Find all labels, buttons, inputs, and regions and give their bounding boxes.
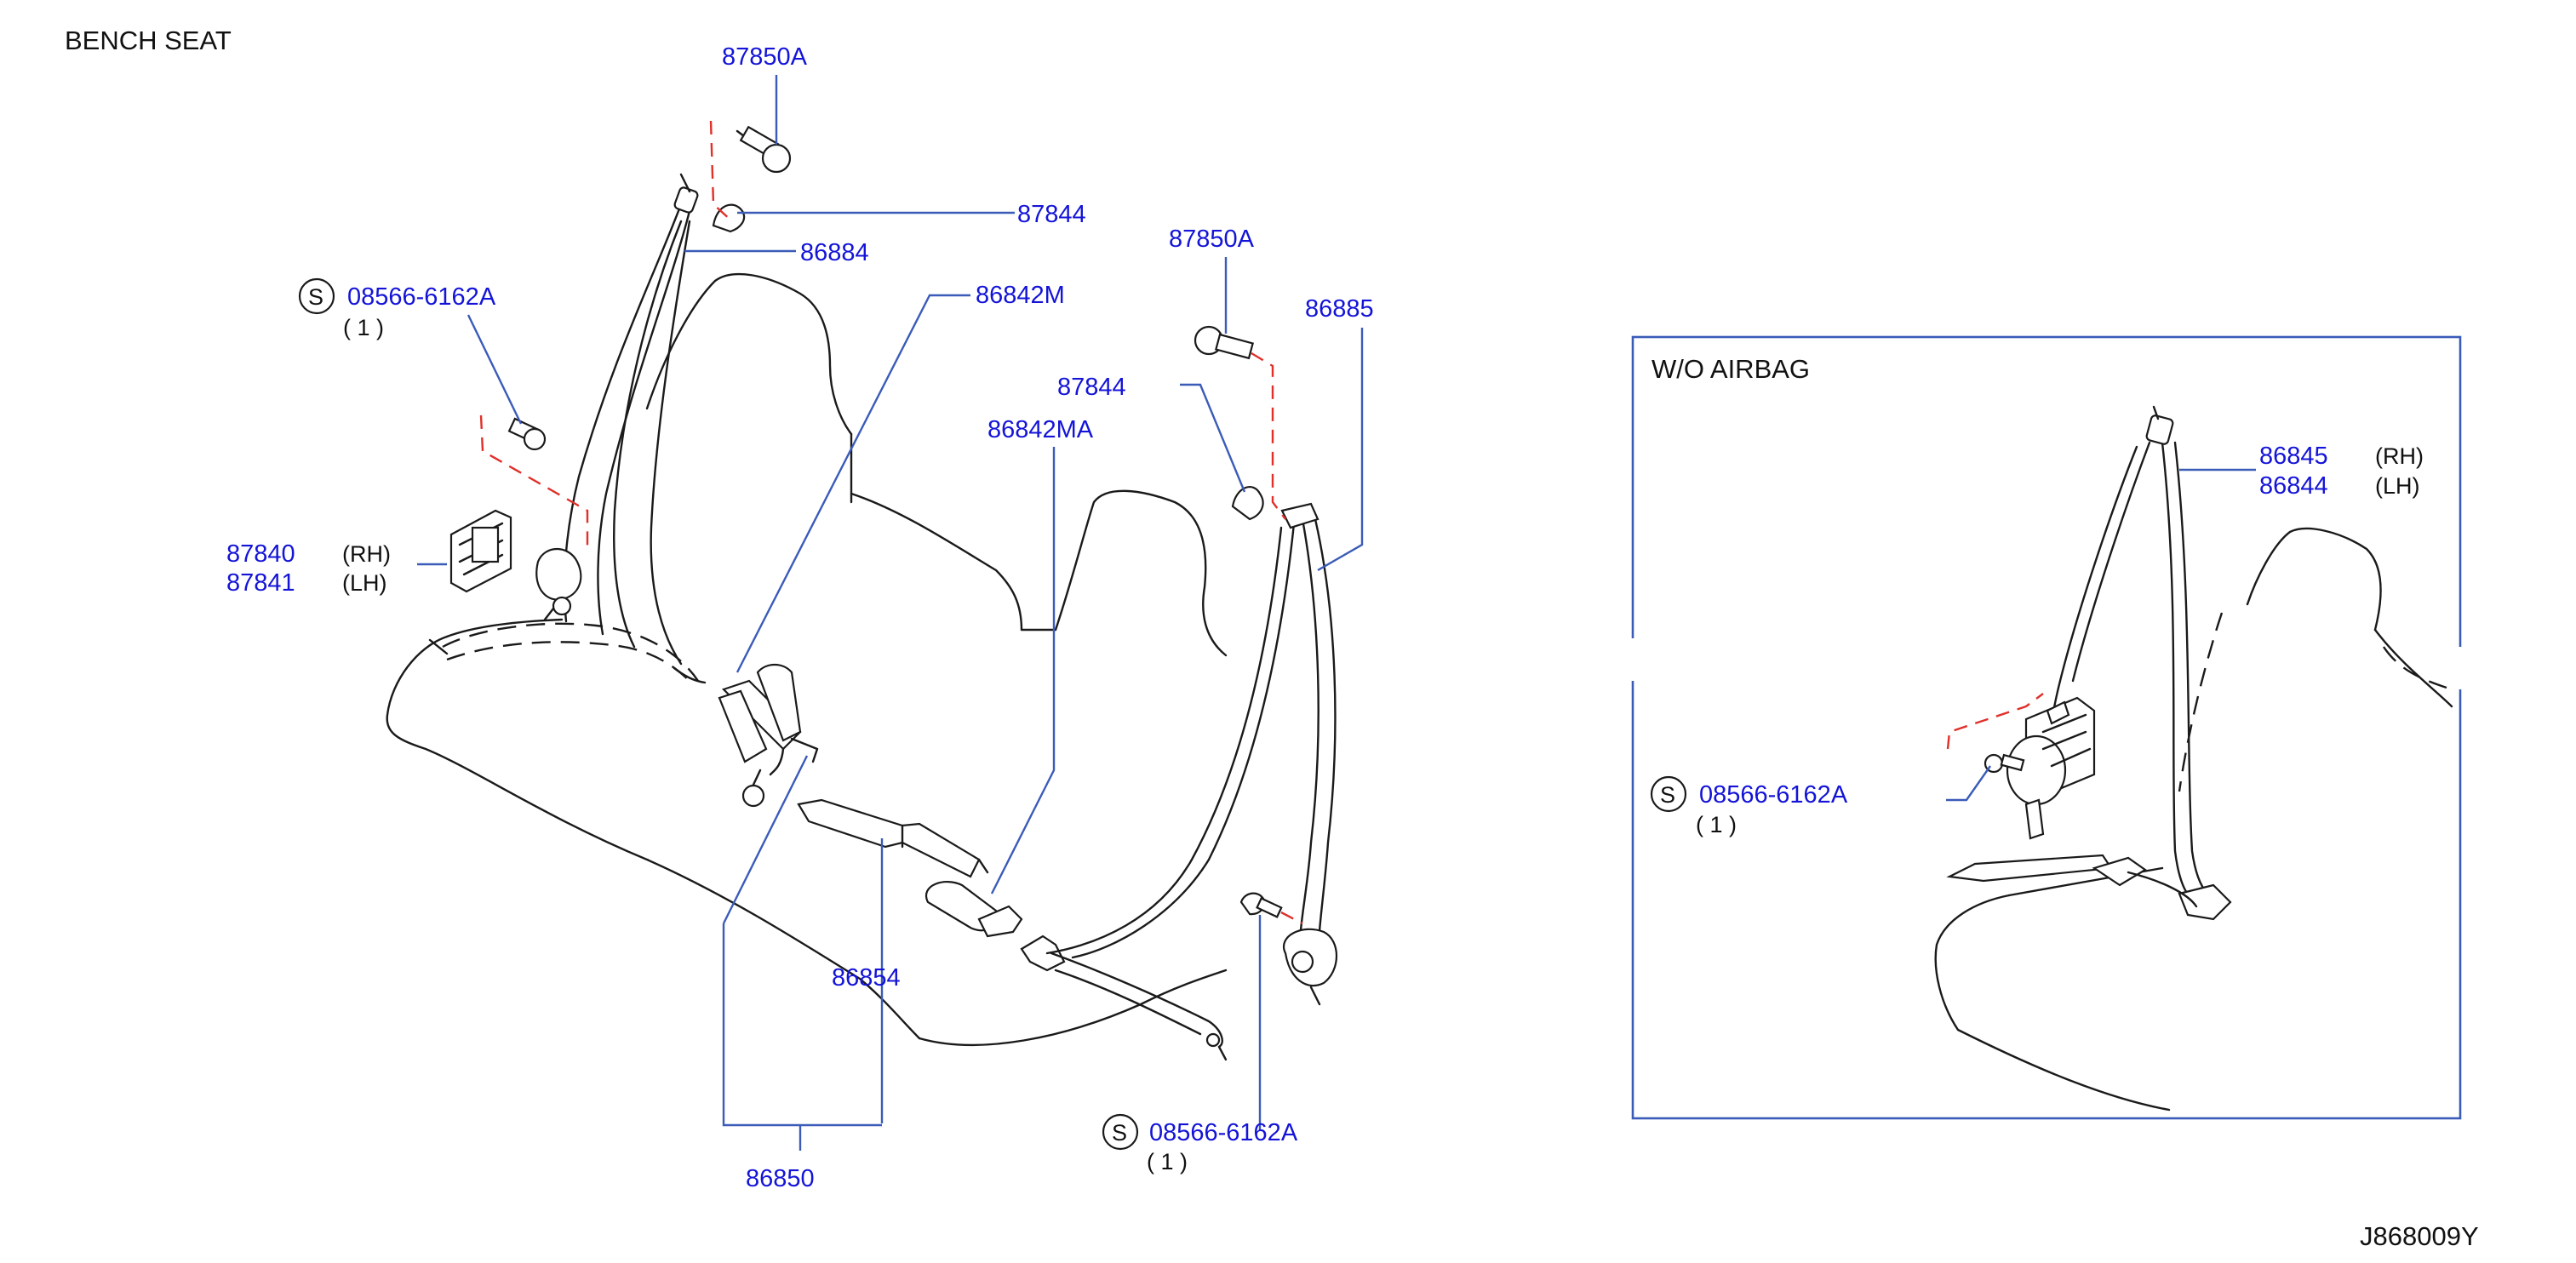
label-87850A-top: 87850A (722, 43, 808, 71)
bolt-87850A-top (736, 125, 792, 174)
inset-install-line (1946, 693, 2044, 750)
install-line-top (709, 120, 733, 222)
label-87840-rh: (RH) (342, 541, 391, 567)
buckle-86842M (673, 663, 819, 808)
label-86884: 86884 (800, 239, 869, 266)
label-87841-lh: (LH) (342, 570, 387, 596)
belt-86845-86844 (2050, 405, 2232, 921)
label-08566-inset: 08566-6162A (1699, 781, 1848, 809)
buckle-lower-left (535, 548, 582, 621)
label-86842M: 86842M (976, 282, 1065, 309)
qty-08566-left: ( 1 ) (343, 315, 384, 340)
inset-lap-belt (1946, 854, 2198, 908)
standard-part-letter-left: S (308, 284, 323, 310)
bolt-08566-bottom (1239, 892, 1283, 918)
label-87840: 87840 (226, 540, 295, 568)
bench-seat-heading: BENCH SEAT (65, 26, 232, 55)
install-line-bottom (1280, 911, 1303, 925)
label-86844: 86844 (2259, 472, 2328, 500)
leader-lines-main (417, 75, 1364, 1151)
inset-frame-gap-right (2455, 647, 2465, 689)
belt-86884 (563, 173, 699, 666)
bolt-87850A-right (1194, 325, 1254, 360)
inset-frame (1631, 335, 2462, 1120)
belt-86885 (1045, 502, 1338, 1006)
standard-part-letter-bottom: S (1112, 1120, 1127, 1146)
lap-belt-86854 (797, 798, 1023, 938)
install-line-right (1251, 351, 1286, 520)
label-86850: 86850 (746, 1165, 815, 1192)
label-87844-right: 87844 (1057, 374, 1126, 401)
label-08566-bottom: 08566-6162A (1149, 1119, 1298, 1146)
lap-belt-right-tongue (1020, 934, 1228, 1061)
bolt-08566-left (507, 417, 547, 451)
install-line-left (479, 414, 589, 553)
bench-seat-cushion-outline (386, 618, 1228, 1046)
label-87841: 87841 (226, 569, 295, 597)
inset-heading: W/O AIRBAG (1652, 354, 1810, 384)
standard-part-symbol-bottom (1102, 1113, 1139, 1151)
inset-frame-gap-left (1628, 638, 1638, 681)
right-seatback-outline (1020, 489, 1228, 657)
label-87850A-right: 87850A (1169, 226, 1255, 253)
retractor-87840-87841 (449, 509, 512, 593)
standard-part-symbol-inset (1650, 775, 1687, 813)
lap-belt-dashed-main (428, 622, 699, 686)
label-86842MA: 86842MA (987, 416, 1094, 443)
label-86845-rh: (RH) (2375, 443, 2424, 469)
qty-08566-inset: ( 1 ) (1696, 812, 1737, 837)
label-86854: 86854 (832, 964, 901, 992)
inset-seat-outline (1934, 527, 2453, 1112)
cover-87844-right (1231, 486, 1264, 521)
diagram-code: J868009Y (2360, 1221, 2479, 1251)
qty-08566-bottom: ( 1 ) (1147, 1149, 1188, 1174)
label-87844-top: 87844 (1017, 201, 1086, 228)
left-seatback-outline (645, 272, 1023, 632)
label-86844-lh: (LH) (2375, 473, 2420, 499)
label-86885: 86885 (1305, 295, 1374, 323)
leader-lines-inset (1946, 468, 2256, 802)
label-08566-left: 08566-6162A (347, 283, 496, 311)
standard-part-symbol-left (298, 277, 335, 315)
standard-part-letter-inset: S (1660, 782, 1675, 808)
label-86845: 86845 (2259, 443, 2328, 470)
inset-retractor (2006, 696, 2096, 840)
